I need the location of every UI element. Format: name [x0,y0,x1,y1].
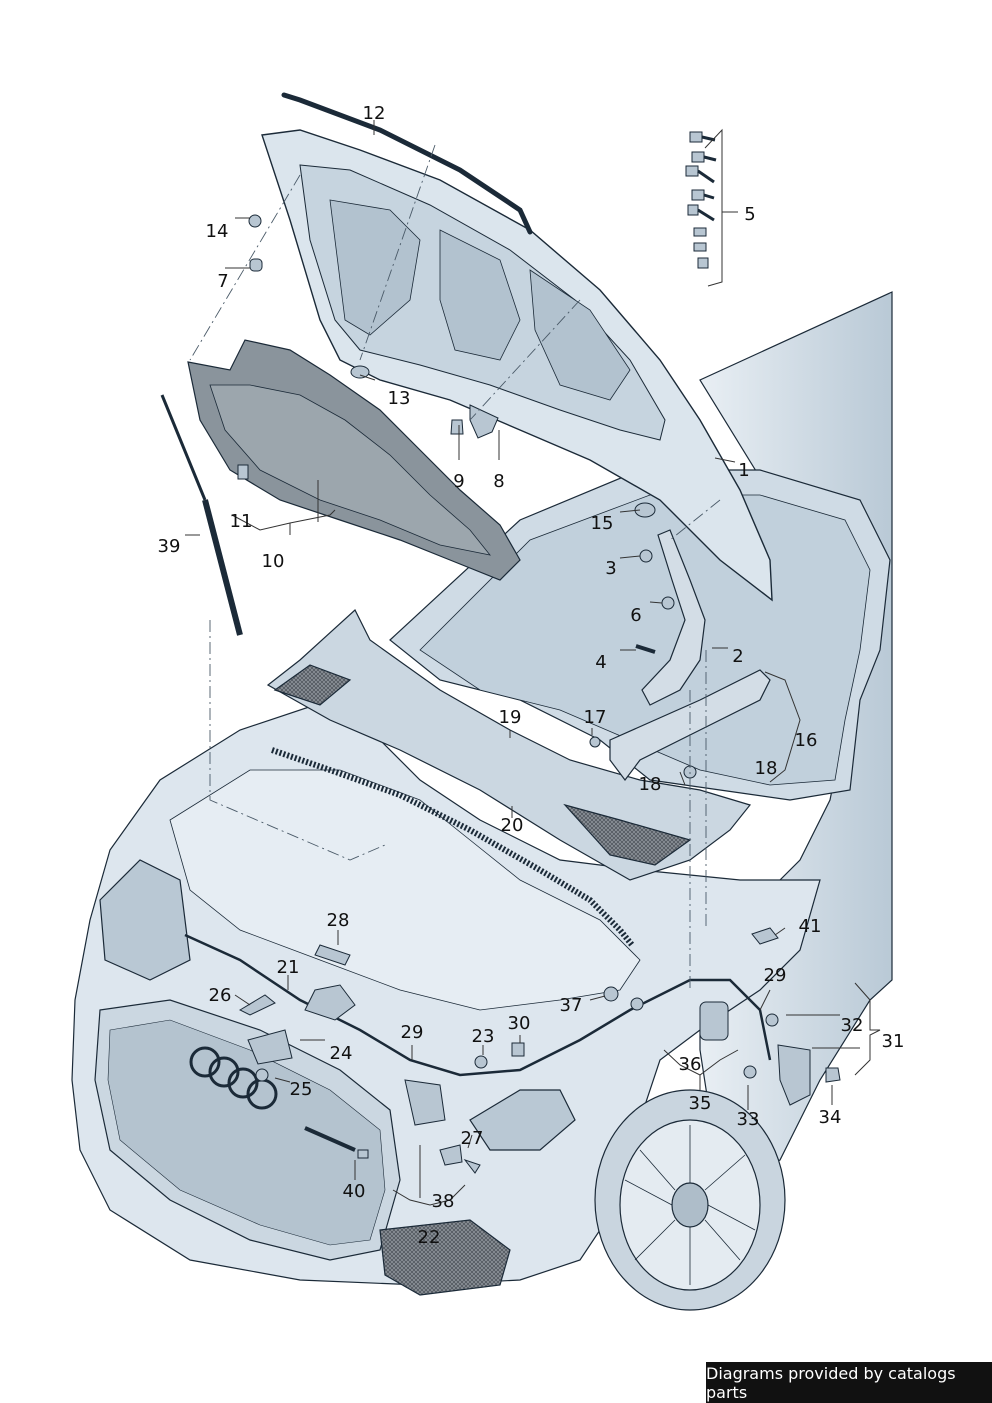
callout-33: 33 [736,1109,760,1130]
callout-5: 5 [744,204,756,225]
callout-12: 12 [362,103,386,124]
callout-37: 37 [559,995,583,1016]
callout-22: 22 [417,1227,441,1248]
callout-18b: 18 [754,758,778,779]
credit-banner: Diagrams provided by catalogs parts [706,1362,992,1403]
gas-strut [160,394,243,636]
callout-26: 26 [208,985,232,1006]
callout-31: 31 [881,1031,905,1052]
callout-13: 13 [387,388,411,409]
bulkhead-seal [271,747,635,947]
callout-2: 2 [732,646,744,667]
callout-15: 15 [590,513,614,534]
callout-39: 39 [157,536,181,557]
car-body [71,291,893,1311]
callout-17: 17 [583,707,607,728]
callout-38: 38 [431,1191,455,1212]
callout-30: 30 [507,1013,531,1034]
callout-1: 1 [738,460,750,481]
callout-18a: 18 [638,774,662,795]
callout-20: 20 [500,815,524,836]
hood-insulation-liner [187,339,521,581]
hood-panel [261,129,773,602]
hood-seal-strip [281,92,533,235]
callout-4: 4 [595,652,607,673]
callout-40: 40 [342,1181,366,1202]
callout-29a: 29 [400,1022,424,1043]
callout-29b: 29 [763,965,787,986]
assembly-lines [189,144,721,990]
callout-7: 7 [217,271,229,292]
hood-hinge [609,529,771,781]
callout-14: 14 [205,221,229,242]
callout-35: 35 [688,1093,712,1114]
callout-9: 9 [453,471,465,492]
callout-27: 27 [460,1128,484,1149]
cowl-panel [266,609,752,881]
callout-21: 21 [276,957,300,978]
callout-24: 24 [329,1043,353,1064]
callout-34: 34 [818,1107,842,1128]
callout-36: 36 [678,1054,702,1075]
callout-32: 32 [840,1015,864,1036]
callout-11: 11 [229,511,253,532]
small-parts [237,131,841,1174]
callout-16: 16 [794,730,818,751]
callout-3: 3 [605,558,617,579]
callout-25: 25 [289,1079,313,1100]
callout-10: 10 [261,551,285,572]
release-cable [184,933,772,1077]
leader-lines [185,120,881,1206]
callout-19: 19 [498,707,522,728]
callout-6: 6 [630,605,642,626]
callout-8: 8 [493,471,505,492]
callout-28: 28 [326,910,350,931]
callout-23: 23 [471,1026,495,1047]
callout-41: 41 [798,916,822,937]
